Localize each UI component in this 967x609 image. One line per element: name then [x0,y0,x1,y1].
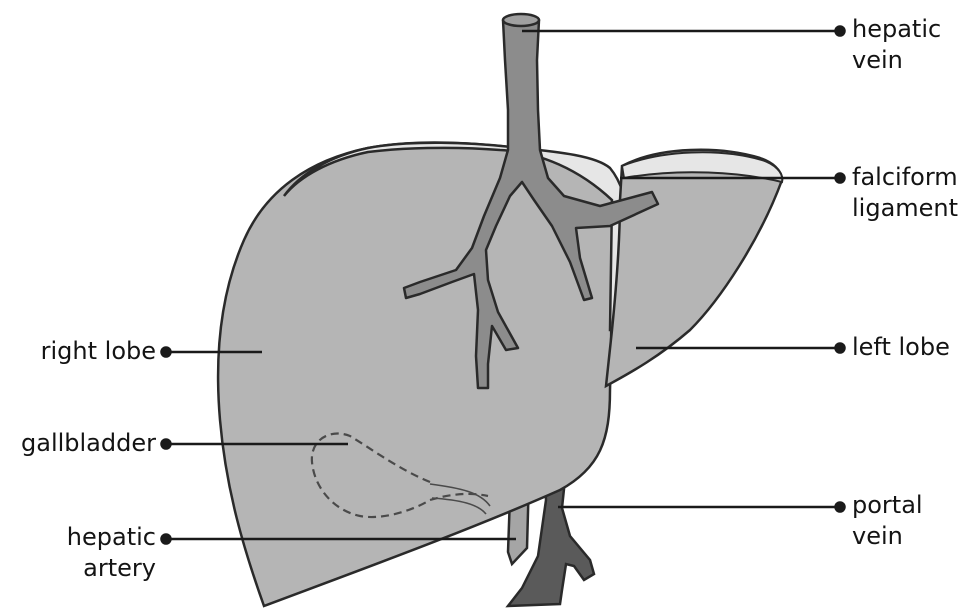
leader-dot-hepatic-vein [836,27,845,36]
leader-dot-hepatic-artery [162,535,171,544]
label-hepatic-vein-line-2: vein [852,45,941,76]
leader-dot-falciform-ligament [836,174,845,183]
left-lobe [606,150,782,386]
leader-dot-right-lobe [162,348,171,357]
label-left-lobe-line-1: left lobe [852,332,950,363]
leader-dot-gallbladder [162,440,171,449]
label-hepatic-artery: hepatic artery [67,522,156,584]
label-hepatic-artery-line-1: hepatic [67,522,156,553]
leader-dot-portal-vein [836,503,845,512]
label-falciform-ligament-line-1: falciform [852,162,958,193]
label-portal-vein-line-2: vein [852,521,923,552]
label-right-lobe: right lobe [41,336,156,367]
label-gallbladder-line-1: gallbladder [21,428,156,459]
label-hepatic-vein: hepatic vein [852,14,941,76]
label-portal-vein: portal vein [852,490,923,552]
label-left-lobe: left lobe [852,332,950,363]
label-hepatic-artery-line-2: artery [67,553,156,584]
label-right-lobe-line-1: right lobe [41,336,156,367]
label-gallbladder: gallbladder [21,428,156,459]
leader-dot-left-lobe [836,344,845,353]
label-portal-vein-line-1: portal [852,490,923,521]
label-falciform-ligament-line-2: ligament [852,193,958,224]
label-falciform-ligament: falciform ligament [852,162,958,224]
label-hepatic-vein-line-1: hepatic [852,14,941,45]
